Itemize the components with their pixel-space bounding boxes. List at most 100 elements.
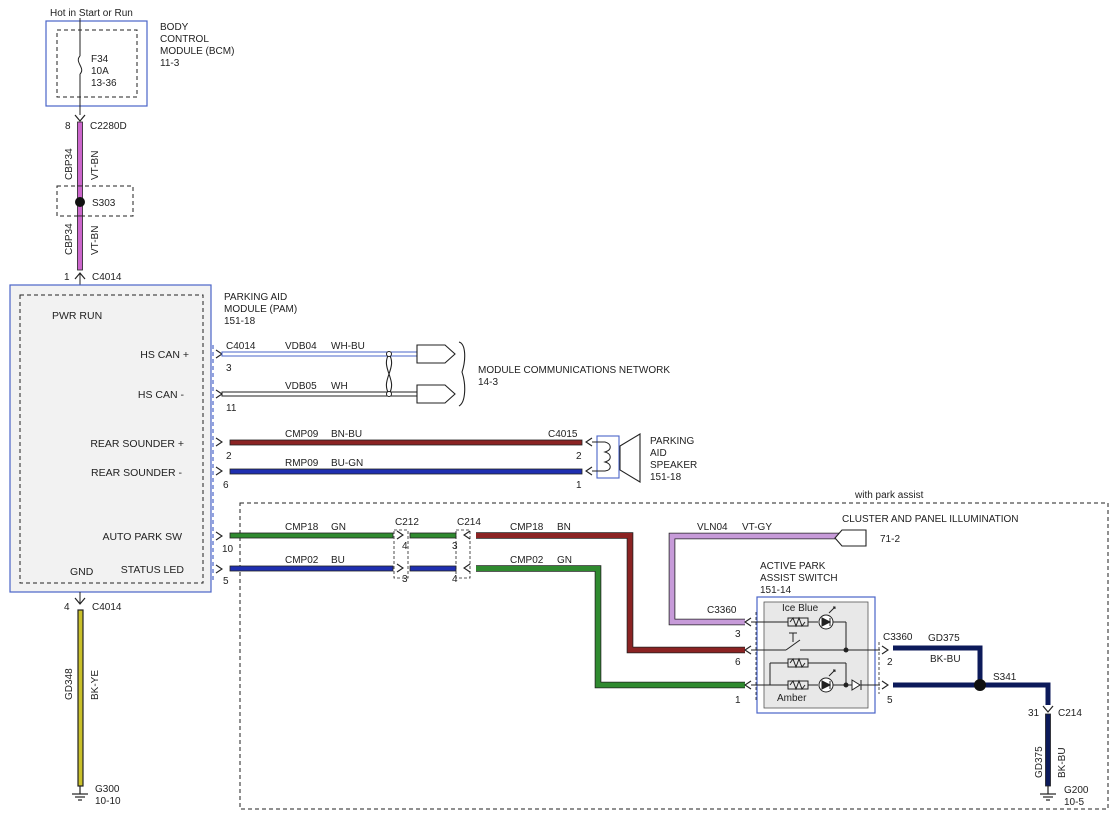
switch-ref: 151-14	[760, 585, 792, 596]
fuse-rating: 10A	[91, 66, 109, 77]
wire-cmp02-color: BU	[331, 555, 345, 566]
cluster-connector	[834, 529, 867, 547]
switch-inner-box	[763, 601, 869, 709]
c214-box	[455, 529, 471, 579]
c3360-left-name: C3360	[707, 605, 737, 616]
wire-cmp18-gn	[229, 532, 394, 539]
pam-pwr-run: PWR RUN	[52, 310, 102, 322]
wire-gd375-vertical	[1045, 713, 1051, 787]
park-assist-region	[239, 502, 1109, 810]
wire-gd375-bottom	[893, 682, 1051, 705]
wire-cbp34-lower-circuit: CBP34	[64, 223, 75, 255]
bcm-name-1: BODY	[160, 22, 189, 33]
wire-cmp09-pin-right: 2	[576, 451, 582, 462]
wire-gd348-circuit: GD348	[64, 668, 75, 700]
s303-label: S303	[92, 198, 116, 209]
wire-cmp02-gn-color: GN	[557, 555, 572, 566]
switch-name-2: ASSIST SWITCH	[760, 573, 838, 584]
c2280d-connector-symbol	[74, 114, 86, 122]
twist-dot-bottom	[386, 391, 392, 397]
c214-pin-top: 3	[452, 541, 458, 552]
wire-vln04-fill	[669, 533, 842, 625]
wire-cmp02-pin: 5	[223, 576, 229, 587]
c3360-right-pin-arrows	[881, 645, 889, 690]
speaker-ref: 151-18	[650, 472, 682, 483]
wire-cmp18-bn	[476, 532, 745, 654]
bcm-name-2: CONTROL	[160, 34, 209, 45]
c4014-bottom-pin: 4	[64, 602, 70, 613]
speaker-name-3: SPEAKER	[650, 460, 697, 471]
s341-splice-dot	[974, 679, 986, 691]
cluster-name: CLUSTER AND PANEL ILLUMINATION	[842, 514, 1019, 525]
bcm-box	[45, 20, 148, 107]
wire-cmp18-bn-fill	[476, 533, 745, 653]
park-assist-label: with park assist	[854, 490, 924, 501]
pam-pin-arrows	[215, 349, 223, 574]
c212-name: C212	[395, 517, 419, 528]
switch-internal-circuit	[751, 606, 880, 693]
wire-cmp18-bn-color: BN	[557, 522, 571, 533]
c2280d-pin: 8	[65, 121, 71, 132]
wire-vdb05-color: WH	[331, 381, 348, 392]
wire-cmp18-bn-circuit: CMP18	[510, 522, 544, 533]
g300-ground-symbol	[72, 786, 88, 801]
wire-cmp18-pin: 10	[222, 544, 234, 555]
fuse-symbol	[77, 55, 83, 75]
wire-cbp34-lower	[77, 215, 83, 271]
twist-dot-top	[386, 351, 392, 357]
wire-cmp18-color: GN	[331, 522, 346, 533]
c4015-name: C4015	[548, 429, 578, 440]
c4014-bottom-name: C4014	[92, 602, 122, 613]
c3360-left-pin3: 3	[735, 629, 741, 640]
wire-c212-c214-gn	[409, 532, 457, 539]
c214-lower-pin: 31	[1028, 708, 1040, 719]
speaker-box	[596, 435, 620, 479]
c4014-top-name: C4014	[92, 272, 122, 283]
c3360-left-pin-arrows	[744, 617, 752, 690]
bcm-inner-box	[56, 29, 138, 98]
g200-name: G200	[1064, 785, 1089, 796]
g300-name: G300	[95, 784, 120, 795]
pam-name-2: MODULE (PAM)	[224, 304, 297, 315]
c214-lower-connector-symbol	[1042, 705, 1054, 713]
c212-pin-top: 4	[402, 541, 408, 552]
c4014-right-name: C4014	[226, 341, 256, 352]
pam-gnd: GND	[70, 566, 94, 578]
bcm-name-3: MODULE (BCM)	[160, 46, 234, 57]
wire-cbp34-upper-color: VT-BN	[90, 151, 101, 180]
switch-ice-blue-label: Ice Blue	[782, 603, 819, 614]
pam-status-led: STATUS LED	[121, 564, 185, 576]
wire-cmp18-circuit: CMP18	[285, 522, 319, 533]
bcm-ref: 11-3	[160, 58, 180, 69]
wire-cmp09-pin-left: 2	[226, 451, 232, 462]
wire-cmp02-gn-circuit: CMP02	[510, 555, 544, 566]
wire-cbp34-lower-color: VT-BN	[90, 226, 101, 255]
wire-cbp34-upper-circuit: CBP34	[64, 148, 75, 180]
pam-name-1: PARKING AID	[224, 292, 287, 303]
wire-gd348	[77, 609, 84, 787]
c3360-right-pin5: 5	[887, 695, 893, 706]
wire-gd375-top	[893, 645, 983, 685]
pam-rear-sounder-minus: REAR SOUNDER -	[91, 467, 183, 479]
network-connector-plus	[416, 344, 456, 364]
c214-name: C214	[457, 517, 481, 528]
network-bracket	[458, 341, 466, 407]
c212-pin-bottom: 3	[402, 574, 408, 585]
wire-cmp02-gn-fill	[476, 566, 745, 688]
wire-gd375-circuit: GD375	[928, 633, 960, 644]
pam-rear-sounder-plus: REAR SOUNDER +	[90, 438, 184, 450]
feed-label: Hot in Start or Run	[50, 8, 133, 19]
fuse-id: F34	[91, 54, 109, 65]
wire-c212-c214-bu	[409, 565, 457, 572]
wire-rmp09-circuit: RMP09	[285, 458, 319, 469]
wire-cmp09-circuit: CMP09	[285, 429, 319, 440]
wire-vln04-color: VT-GY	[742, 522, 772, 533]
twisted-pair-symbol	[385, 353, 393, 395]
g200-ref: 10-5	[1064, 797, 1084, 808]
c4014-top-pin: 1	[64, 272, 70, 283]
network-ref: 14-3	[478, 377, 498, 388]
pam-hs-can-minus: HS CAN -	[138, 389, 185, 401]
wire-gd375-color: BK-BU	[930, 654, 961, 665]
wire-cmp02-bu	[229, 565, 394, 572]
